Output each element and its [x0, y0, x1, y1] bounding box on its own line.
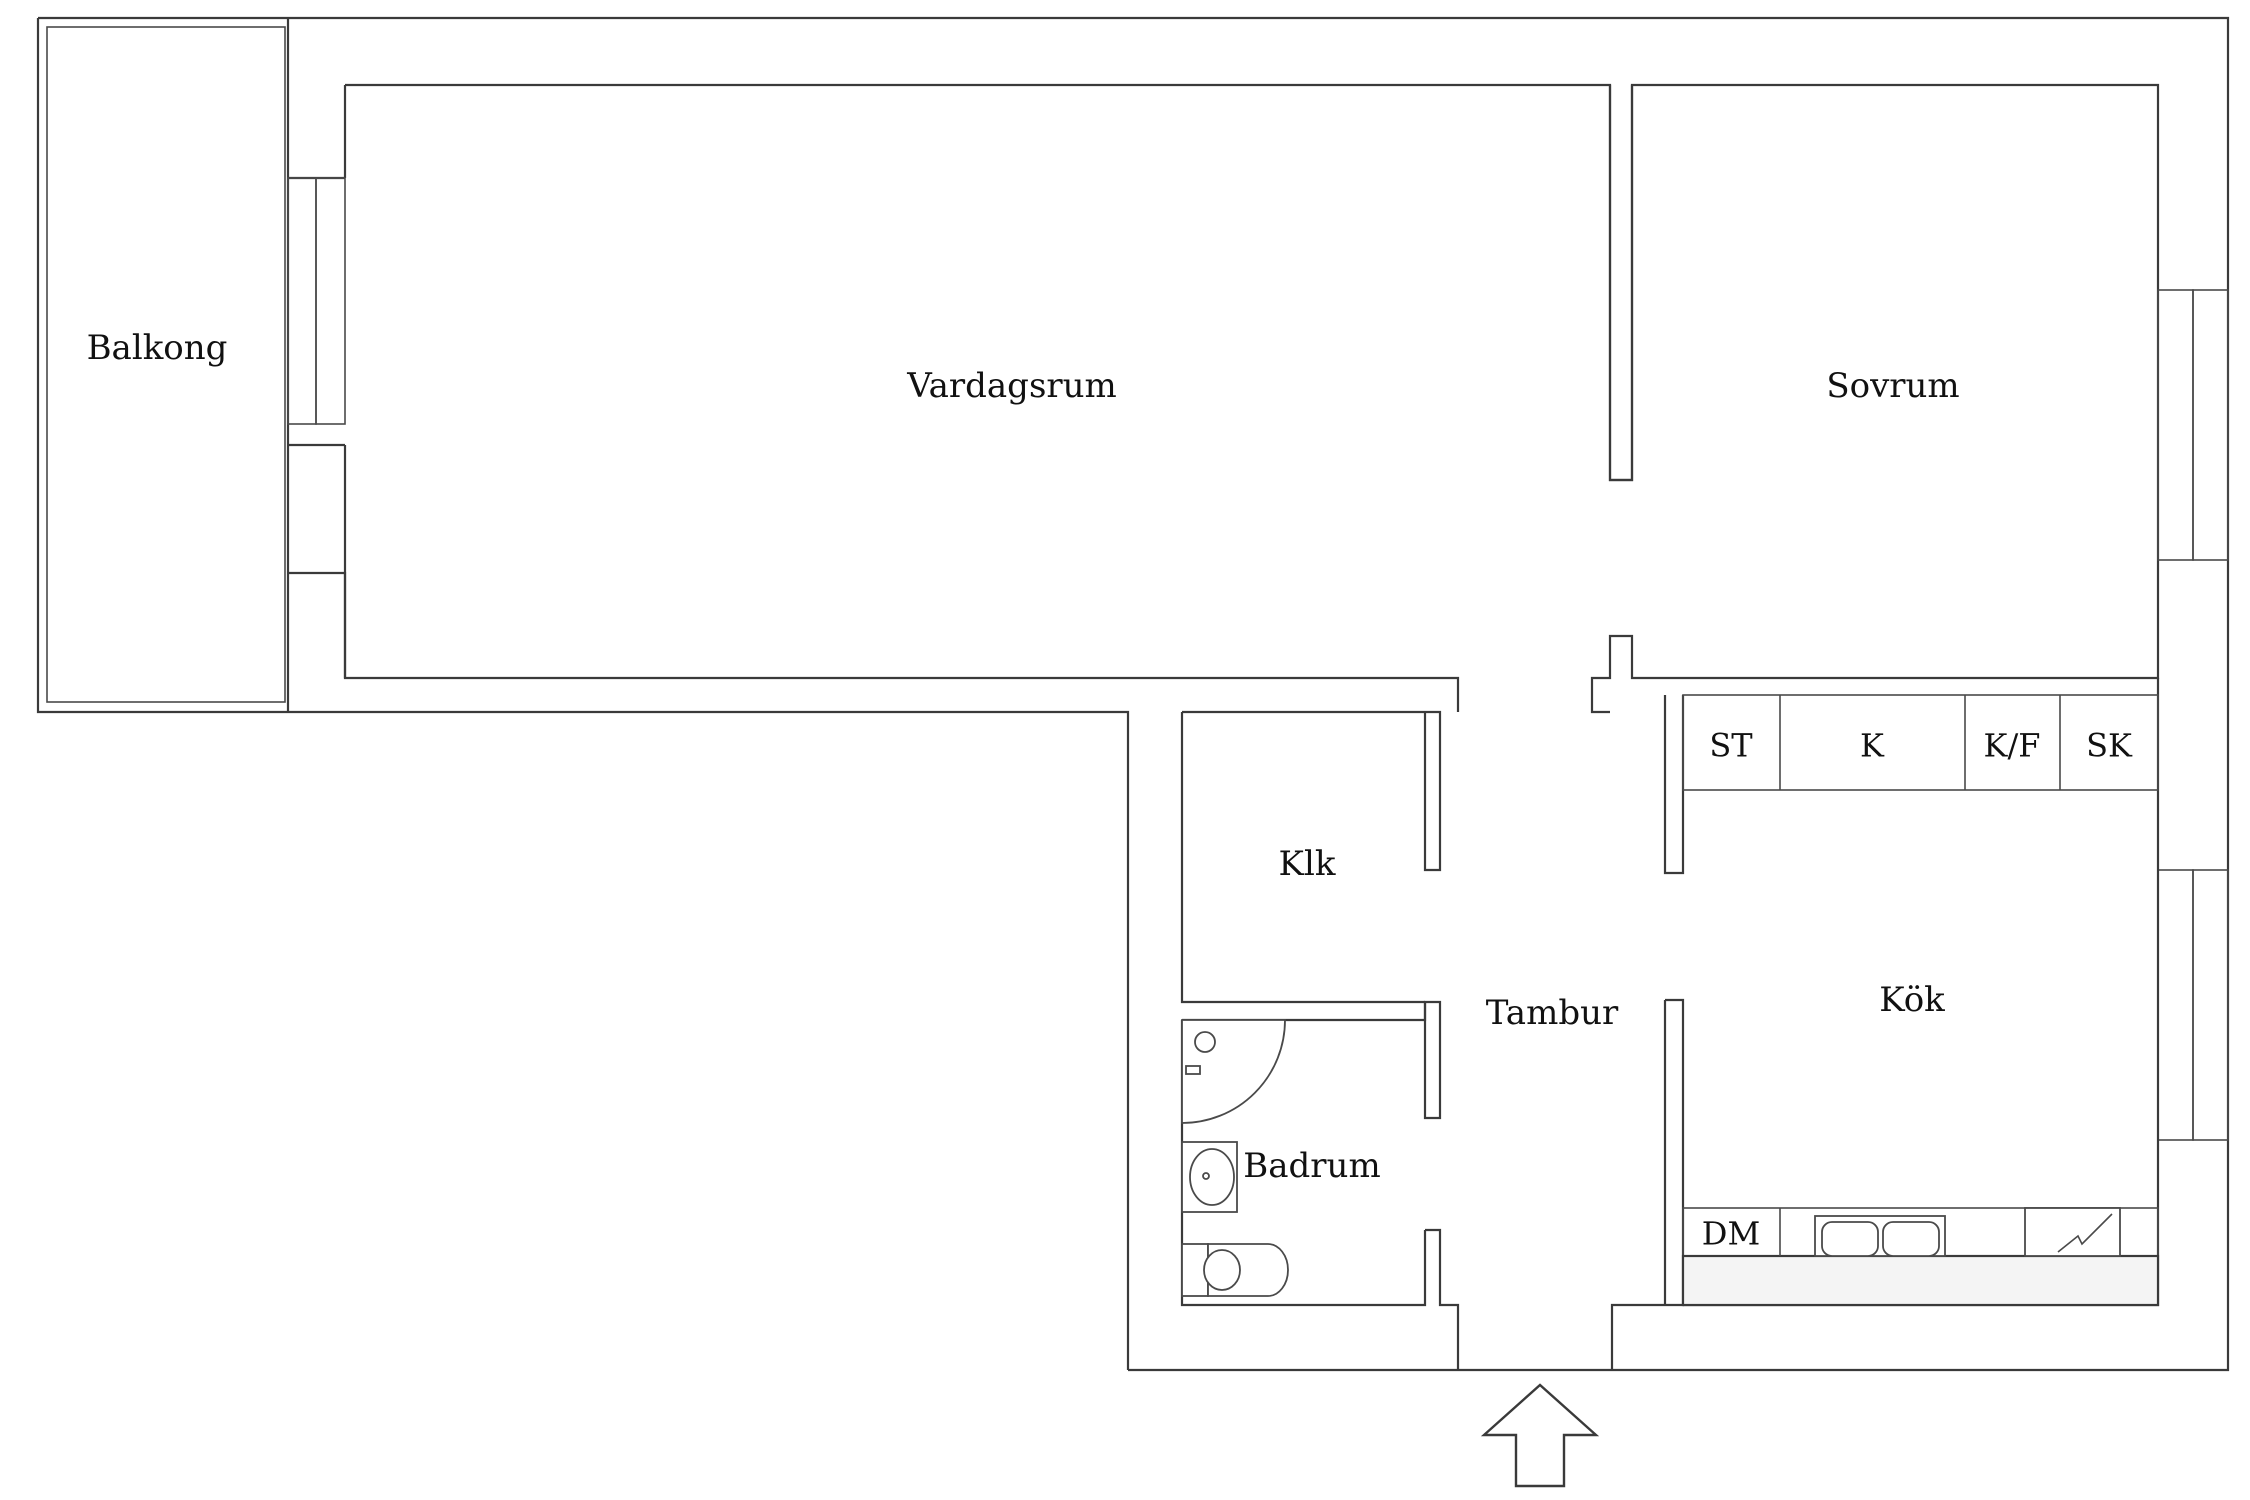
washbasin-icon [1181, 1141, 1238, 1213]
appliance-label-kf: K/F [1984, 727, 2041, 765]
outer-walls [36, 16, 2230, 1372]
appliance-label-sk: SK [2086, 727, 2133, 765]
room-label-tambur: Tambur [1486, 993, 1619, 1033]
kitchen-upper-row [1682, 694, 2159, 791]
room-label-sovrum: Sovrum [1826, 366, 1959, 406]
room-label-balkong: Balkong [87, 328, 228, 368]
windows [2157, 289, 2229, 1141]
appliance-label-k: K [1860, 727, 1885, 765]
room-labels: Balkong Vardagsrum Sovrum Klk Tambur Kök… [87, 328, 1960, 1186]
room-label-vardagsrum: Vardagsrum [906, 366, 1117, 406]
room-label-klk: Klk [1279, 844, 1336, 884]
kitchen-sink-icon [1814, 1215, 1946, 1257]
stove-icon [2024, 1207, 2121, 1257]
entrance-arrow-icon [1480, 1383, 1600, 1488]
shower-icon [1181, 1019, 1286, 1124]
appliance-label-dm: DM [1702, 1215, 1760, 1253]
room-label-kok: Kök [1879, 980, 1945, 1020]
room-label-badrum: Badrum [1243, 1146, 1380, 1186]
appliance-labels: ST K K/F SK DM [1702, 727, 2133, 1253]
toilet-icon [1181, 1243, 1289, 1297]
appliance-label-st: ST [1709, 727, 1753, 765]
